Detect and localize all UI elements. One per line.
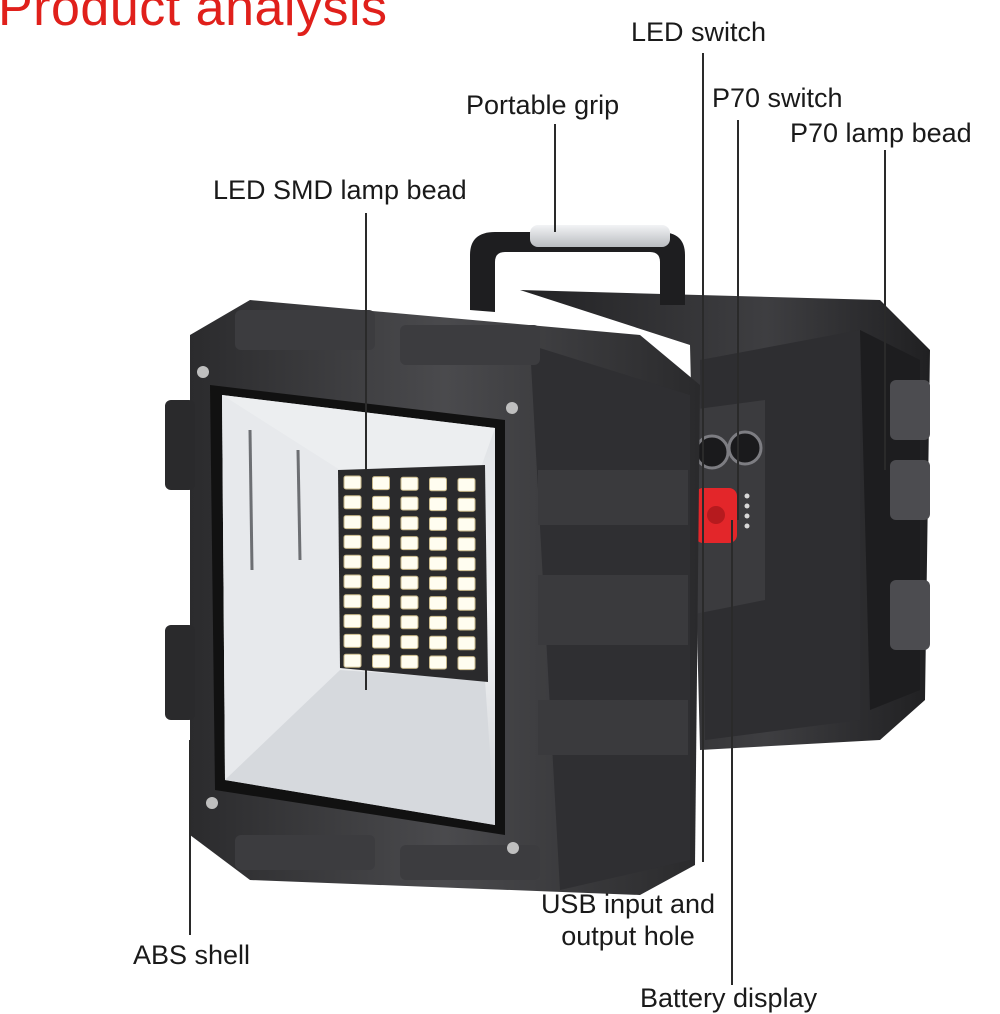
led-chip <box>429 536 447 551</box>
led-chip <box>400 595 419 610</box>
led-chip <box>457 616 476 631</box>
led-chip <box>429 596 447 611</box>
label-usb-line1: USB input and <box>540 889 716 919</box>
led-smd-array <box>338 465 488 682</box>
led-chip <box>429 477 447 492</box>
led-chip <box>343 653 362 668</box>
label-usb-hole: USB input and output hole <box>533 888 723 952</box>
led-chip <box>343 614 362 629</box>
led-chip <box>372 654 390 669</box>
page-title: Product analysis <box>0 0 388 37</box>
led-chip <box>457 636 476 651</box>
label-p70-lamp-bead: P70 lamp bead <box>790 118 972 148</box>
led-chip <box>429 576 447 591</box>
led-chip <box>400 635 419 650</box>
led-chip <box>429 655 447 670</box>
led-chip <box>343 594 362 609</box>
led-chip <box>372 495 390 510</box>
led-chip <box>400 555 419 570</box>
led-chip <box>400 615 419 630</box>
led-chip <box>400 516 419 531</box>
led-chip <box>343 515 362 530</box>
label-usb-line2: output hole <box>561 921 695 951</box>
led-chip <box>372 476 390 491</box>
led-chip <box>457 596 476 611</box>
label-p70-switch: P70 switch <box>712 83 843 113</box>
led-chip <box>343 554 362 569</box>
label-battery-display: Battery display <box>640 983 818 1013</box>
led-chip <box>372 515 390 530</box>
label-portable-grip: Portable grip <box>466 90 620 120</box>
led-chip <box>372 575 390 590</box>
label-led-smd-lamp-bead: LED SMD lamp bead <box>213 175 467 205</box>
led-chip <box>457 517 476 532</box>
leader-lines <box>189 53 886 985</box>
led-chip <box>457 537 476 552</box>
led-chip <box>457 576 476 591</box>
led-chip <box>429 497 447 512</box>
led-chip <box>400 496 419 511</box>
led-chip <box>372 594 390 609</box>
led-chip <box>429 556 447 571</box>
led-chip <box>457 477 476 492</box>
led-chip <box>400 536 419 551</box>
led-chip <box>343 633 362 648</box>
led-chip <box>343 495 362 510</box>
led-chip <box>400 654 419 669</box>
led-chip <box>343 574 362 589</box>
led-chip <box>429 516 447 531</box>
control-panel <box>690 400 765 615</box>
led-chip <box>457 557 476 572</box>
led-chip <box>429 635 447 650</box>
led-chip <box>457 497 476 512</box>
label-abs-shell: ABS shell <box>133 940 251 970</box>
led-chip <box>372 535 390 550</box>
led-chip <box>400 476 419 491</box>
led-chip <box>372 634 390 649</box>
led-chip <box>429 615 447 630</box>
led-chip <box>372 614 390 629</box>
led-chip <box>343 534 362 549</box>
portable-grip-handle <box>470 225 685 312</box>
led-chip <box>343 475 362 490</box>
led-chip <box>372 555 390 570</box>
led-chip <box>457 656 476 671</box>
label-led-switch: LED switch <box>631 17 767 47</box>
led-chip <box>400 575 419 590</box>
